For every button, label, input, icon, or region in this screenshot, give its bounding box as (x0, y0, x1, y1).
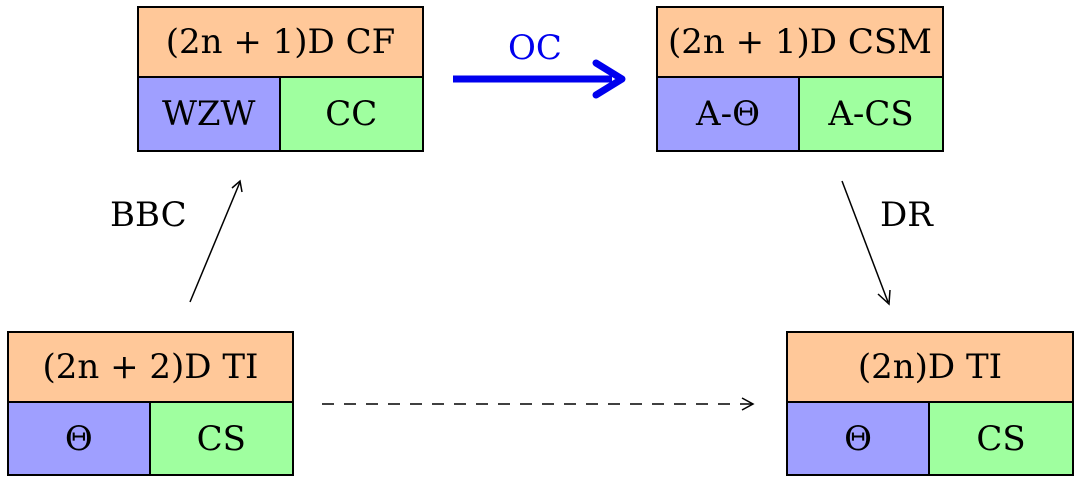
dashed-arrow-head (741, 397, 755, 411)
bbc-arrow-head (231, 179, 243, 193)
dr-arrow-head (877, 289, 891, 306)
box-cf: (2n + 1)D CF WZW CC (137, 6, 424, 152)
bbc-label: BBC (110, 195, 187, 235)
oc-arrow-head (592, 59, 626, 99)
box-csm: (2n + 1)D CSM A-Θ A-CS (656, 6, 944, 152)
box-ti-2n-theta-cell: Θ (788, 403, 930, 474)
box-ti-2n2-cs-cell: CS (150, 403, 292, 474)
box-cf-wzw-cell: WZW (139, 78, 281, 150)
box-csm-a-theta-cell: A-Θ (658, 78, 800, 150)
box-ti-2n-title: (2n)D TI (788, 333, 1072, 403)
dr-label: DR (880, 195, 933, 235)
box-csm-title: (2n + 1)D CSM (658, 8, 942, 78)
box-ti-2n2-theta-cell: Θ (9, 403, 151, 474)
oc-label: OC (508, 28, 562, 68)
box-ti-2n2-title: (2n + 2)D TI (9, 333, 292, 403)
box-ti-2n: (2n)D TI Θ CS (786, 331, 1074, 476)
box-cf-cc-cell: CC (280, 78, 422, 150)
bbc-arrow-line (189, 181, 241, 303)
box-csm-a-cs-cell: A-CS (800, 78, 942, 150)
box-cf-title: (2n + 1)D CF (139, 8, 422, 78)
box-ti-2n2: (2n + 2)D TI Θ CS (7, 331, 294, 476)
box-ti-2n-cs-cell: CS (930, 403, 1072, 474)
